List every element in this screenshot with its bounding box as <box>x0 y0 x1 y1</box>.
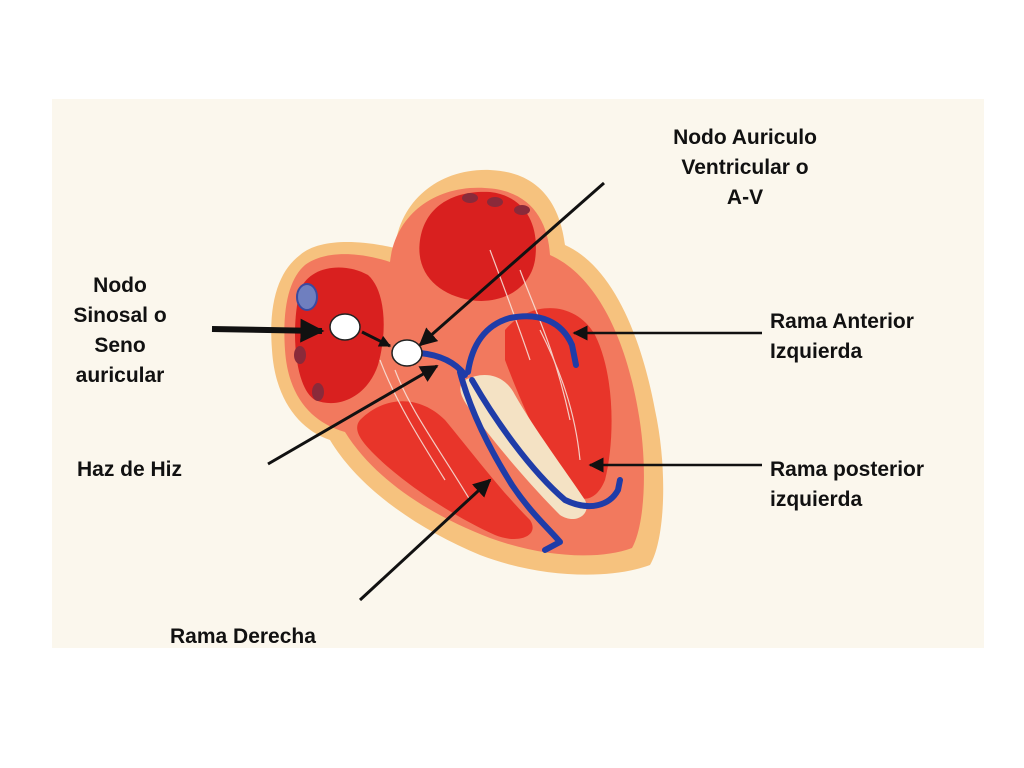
left-posterior-branch <box>469 377 623 510</box>
left-anterior-branch <box>465 313 579 375</box>
pointer-lines <box>211 181 762 602</box>
left-ventricle <box>505 308 612 499</box>
right-ventricle <box>357 401 533 540</box>
coronary-dot <box>462 193 478 203</box>
right-bundle-branch <box>457 369 563 553</box>
sa-node-pointer <box>211 318 325 343</box>
chordae-tendineae <box>379 249 581 501</box>
label-posterior-branch: Rama posterior izquierda <box>770 458 925 511</box>
label-anterior-branch: Rama Anterior Izquierda <box>770 310 914 363</box>
coronary-dot <box>487 197 503 207</box>
his-bundle-pointer <box>267 364 439 466</box>
av-node-pointer <box>418 181 605 347</box>
av-node <box>391 339 423 367</box>
left-atrium <box>419 191 536 301</box>
sa-node <box>329 313 361 341</box>
label-av-node: Nodo Auriculo Ventricular o A-V <box>673 126 817 209</box>
label-right-branch: Rama Derecha <box>170 625 316 648</box>
label-his-bundle: Haz de Hiz <box>77 458 183 481</box>
pulmonary-vein-opening <box>296 283 318 311</box>
right-branch-pointer <box>358 478 492 602</box>
conduction-system <box>417 313 623 553</box>
sa-to-av-arrow <box>361 330 392 348</box>
coronary-dot <box>514 205 530 215</box>
coronary-sinus-dot <box>294 346 306 364</box>
coronary-sinus-dot <box>312 383 324 401</box>
label-sa-node: Nodo Sinosal o Seno auricular <box>73 274 167 387</box>
